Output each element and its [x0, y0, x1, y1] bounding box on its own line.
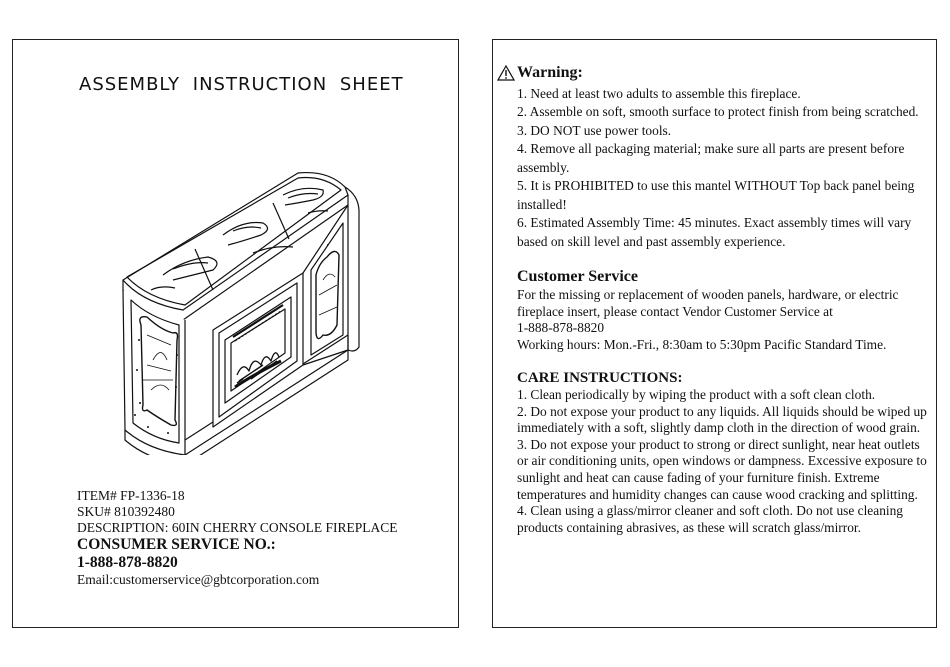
email: Email:customerservice@gbtcorporation.com — [77, 572, 320, 587]
care-item: 4. Clean using a glass/mirror cleaner an… — [517, 503, 903, 535]
care-list: 1. Clean periodically by wiping the prod… — [497, 387, 927, 536]
sku: SKU# 810392480 — [77, 504, 175, 519]
customer-service-body: For the missing or replacement of wooden… — [497, 287, 927, 353]
warning-icon — [497, 65, 515, 81]
description: DESCRIPTION: 60IN CHERRY CONSOLE FIREPLA… — [77, 520, 398, 535]
consumer-service-label: CONSUMER SERVICE NO.: — [77, 536, 276, 553]
customer-service-text: For the missing or replacement of wooden… — [517, 287, 899, 319]
care-item: 2. Do not expose your product to any liq… — [517, 403, 927, 436]
warning-title: Warning: — [517, 64, 583, 81]
product-info: ITEM# FP-1336-18 SKU# 810392480 DESCRIPT… — [77, 488, 398, 588]
warning-item: 2. Assemble on soft, smooth surface to p… — [517, 104, 919, 119]
customer-service-title: Customer Service — [517, 268, 638, 285]
working-hours: Working hours: Mon.-Fri., 8:30am to 5:30… — [517, 336, 887, 352]
warning-item: 5. It is PROHIBITED to use this mantel W… — [517, 178, 915, 212]
item-number: ITEM# FP-1336-18 — [77, 488, 185, 503]
instructions-panel: Warning: 1. Need at least two adults to … — [492, 39, 937, 628]
care-item: 1. Clean periodically by wiping the prod… — [517, 387, 876, 402]
sheet-title: ASSEMBLY INSTRUCTION SHEET — [79, 74, 404, 95]
consumer-service-phone: 1-888-878-8820 — [77, 554, 178, 571]
fireplace-illustration — [122, 171, 360, 455]
care-item: 3. Do not expose your product to strong … — [517, 436, 927, 502]
warning-list: 1. Need at least two adults to assemble … — [497, 85, 927, 252]
warning-item: 3. DO NOT use power tools. — [517, 122, 672, 138]
care-title: CARE INSTRUCTIONS: — [517, 370, 683, 386]
customer-service-phone: 1-888-878-8820 — [517, 320, 605, 335]
warning-heading: Warning: — [497, 64, 927, 83]
warning-item: 1. Need at least two adults to assemble … — [517, 85, 801, 101]
warning-item: 4. Remove all packaging material; make s… — [517, 141, 905, 175]
cover-panel: ASSEMBLY INSTRUCTION SHEET — [12, 39, 459, 628]
warning-item: 6. Estimated Assembly Time: 45 minutes. … — [517, 215, 912, 249]
